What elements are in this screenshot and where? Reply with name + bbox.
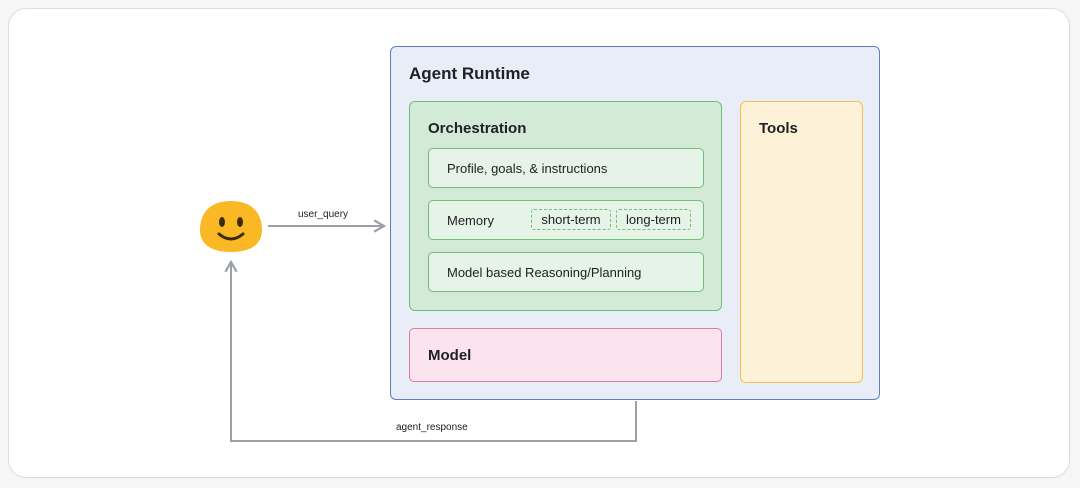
memory-label: Memory [447,212,494,228]
tools-title: Tools [759,120,798,137]
orchestration-title: Orchestration [428,120,527,137]
agent-runtime-box: Agent Runtime Orchestration Profile, goa… [390,46,880,400]
reasoning-planning-box: Model based Reasoning/Planning [428,252,704,292]
smiley-face-icon [200,201,262,252]
short-term-chip: short-term [531,209,611,230]
long-term-chip: long-term [616,209,691,230]
profile-goals-box: Profile, goals, & instructions [428,148,704,188]
agent-response-label: agent_response [396,422,468,433]
agent-runtime-title: Agent Runtime [409,64,530,83]
model-label: Model [428,346,472,364]
profile-goals-label: Profile, goals, & instructions [447,160,608,176]
tools-box: Tools [740,101,863,383]
reasoning-planning-label: Model based Reasoning/Planning [447,264,642,280]
orchestration-box: Orchestration Profile, goals, & instruct… [409,101,722,311]
memory-box: Memory short-term long-term [428,200,704,240]
user-query-label: user_query [298,209,349,220]
agent-response-arrow [224,259,637,442]
model-box: Model [409,328,722,382]
